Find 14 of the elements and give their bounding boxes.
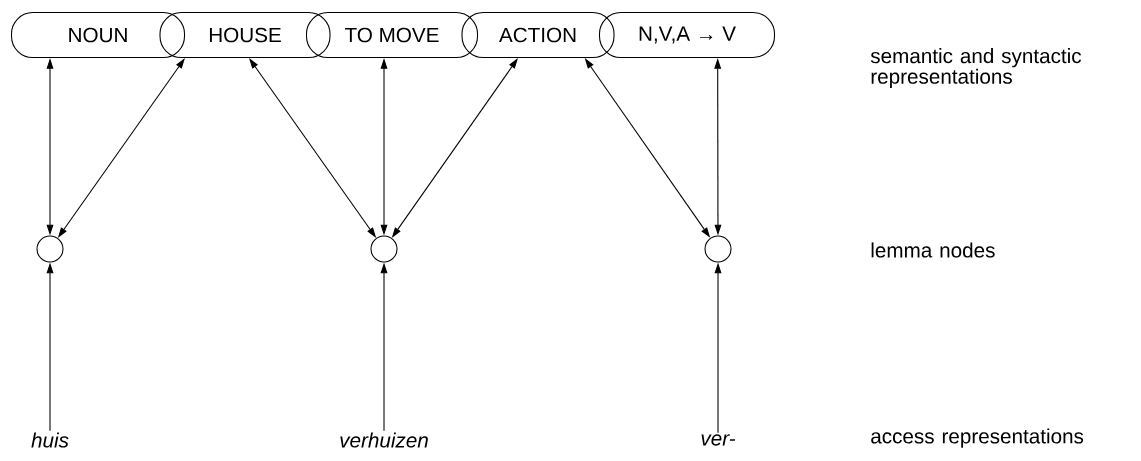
- row-label: access representations: [871, 428, 1084, 448]
- row-label: lemma nodes: [871, 242, 995, 258]
- rounded-box: ACTION: [461, 11, 615, 59]
- word-label: verhuizen: [340, 432, 428, 448]
- lemma-node-circle: [704, 235, 732, 263]
- word-label: huis: [31, 432, 69, 448]
- row-label: semantic and syntactic representations: [870, 48, 1082, 88]
- rounded-box: NOUN: [10, 11, 186, 59]
- rounded-box: N,V,A → V: [598, 11, 776, 59]
- rounded-box: TO MOVE: [305, 11, 479, 59]
- word-label: ver-: [701, 434, 736, 446]
- lemma-node-circle: [370, 235, 398, 263]
- rounded-box: HOUSE: [159, 11, 331, 59]
- lemma-node-circle: [36, 235, 64, 263]
